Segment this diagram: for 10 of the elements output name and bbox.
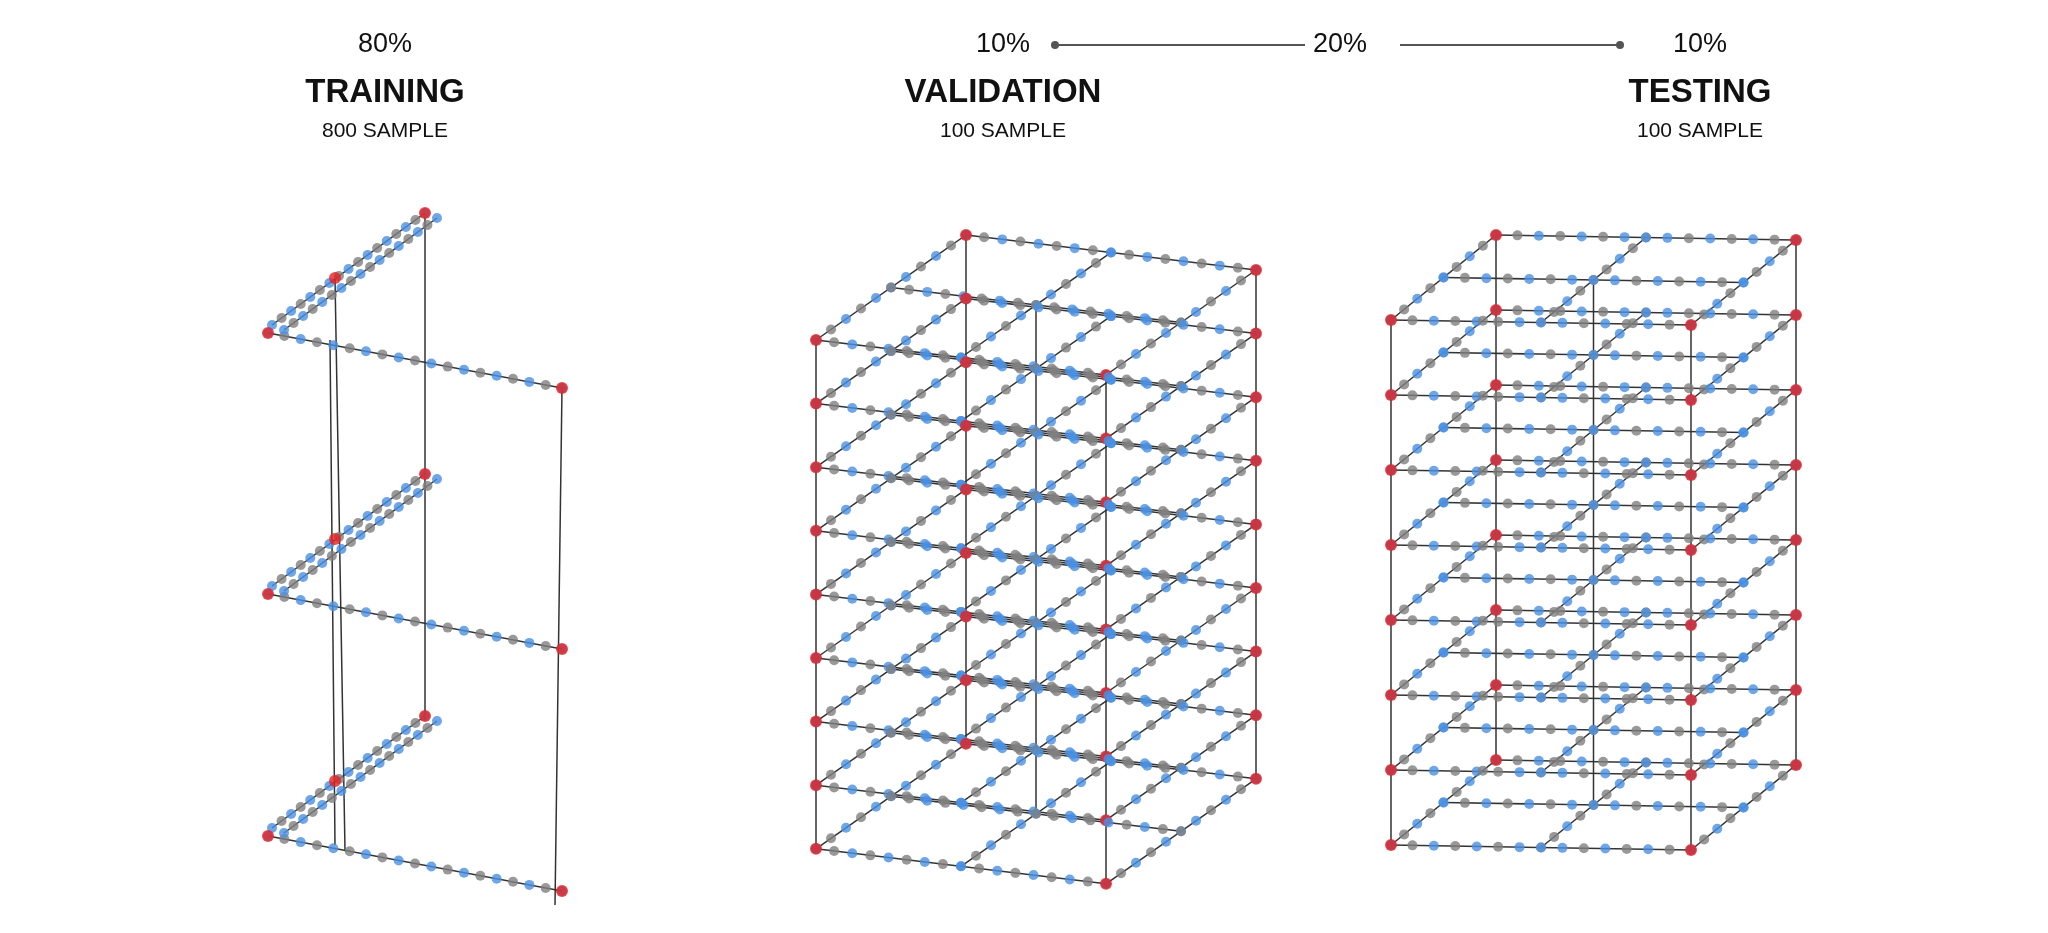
percentage-label: 20%	[1313, 28, 1367, 59]
split-heading: TRAINING	[305, 72, 465, 110]
split-heading: VALIDATION	[904, 72, 1102, 110]
split-heading: TESTING	[1628, 72, 1772, 110]
percentage-label: 80%	[358, 28, 412, 59]
sample-count: 800 SAMPLE	[321, 118, 449, 142]
percentage-label: 10%	[976, 28, 1030, 59]
percentage-label: 10%	[1673, 28, 1727, 59]
sample-count: 100 SAMPLE	[1636, 118, 1764, 142]
sample-count: 100 SAMPLE	[939, 118, 1067, 142]
